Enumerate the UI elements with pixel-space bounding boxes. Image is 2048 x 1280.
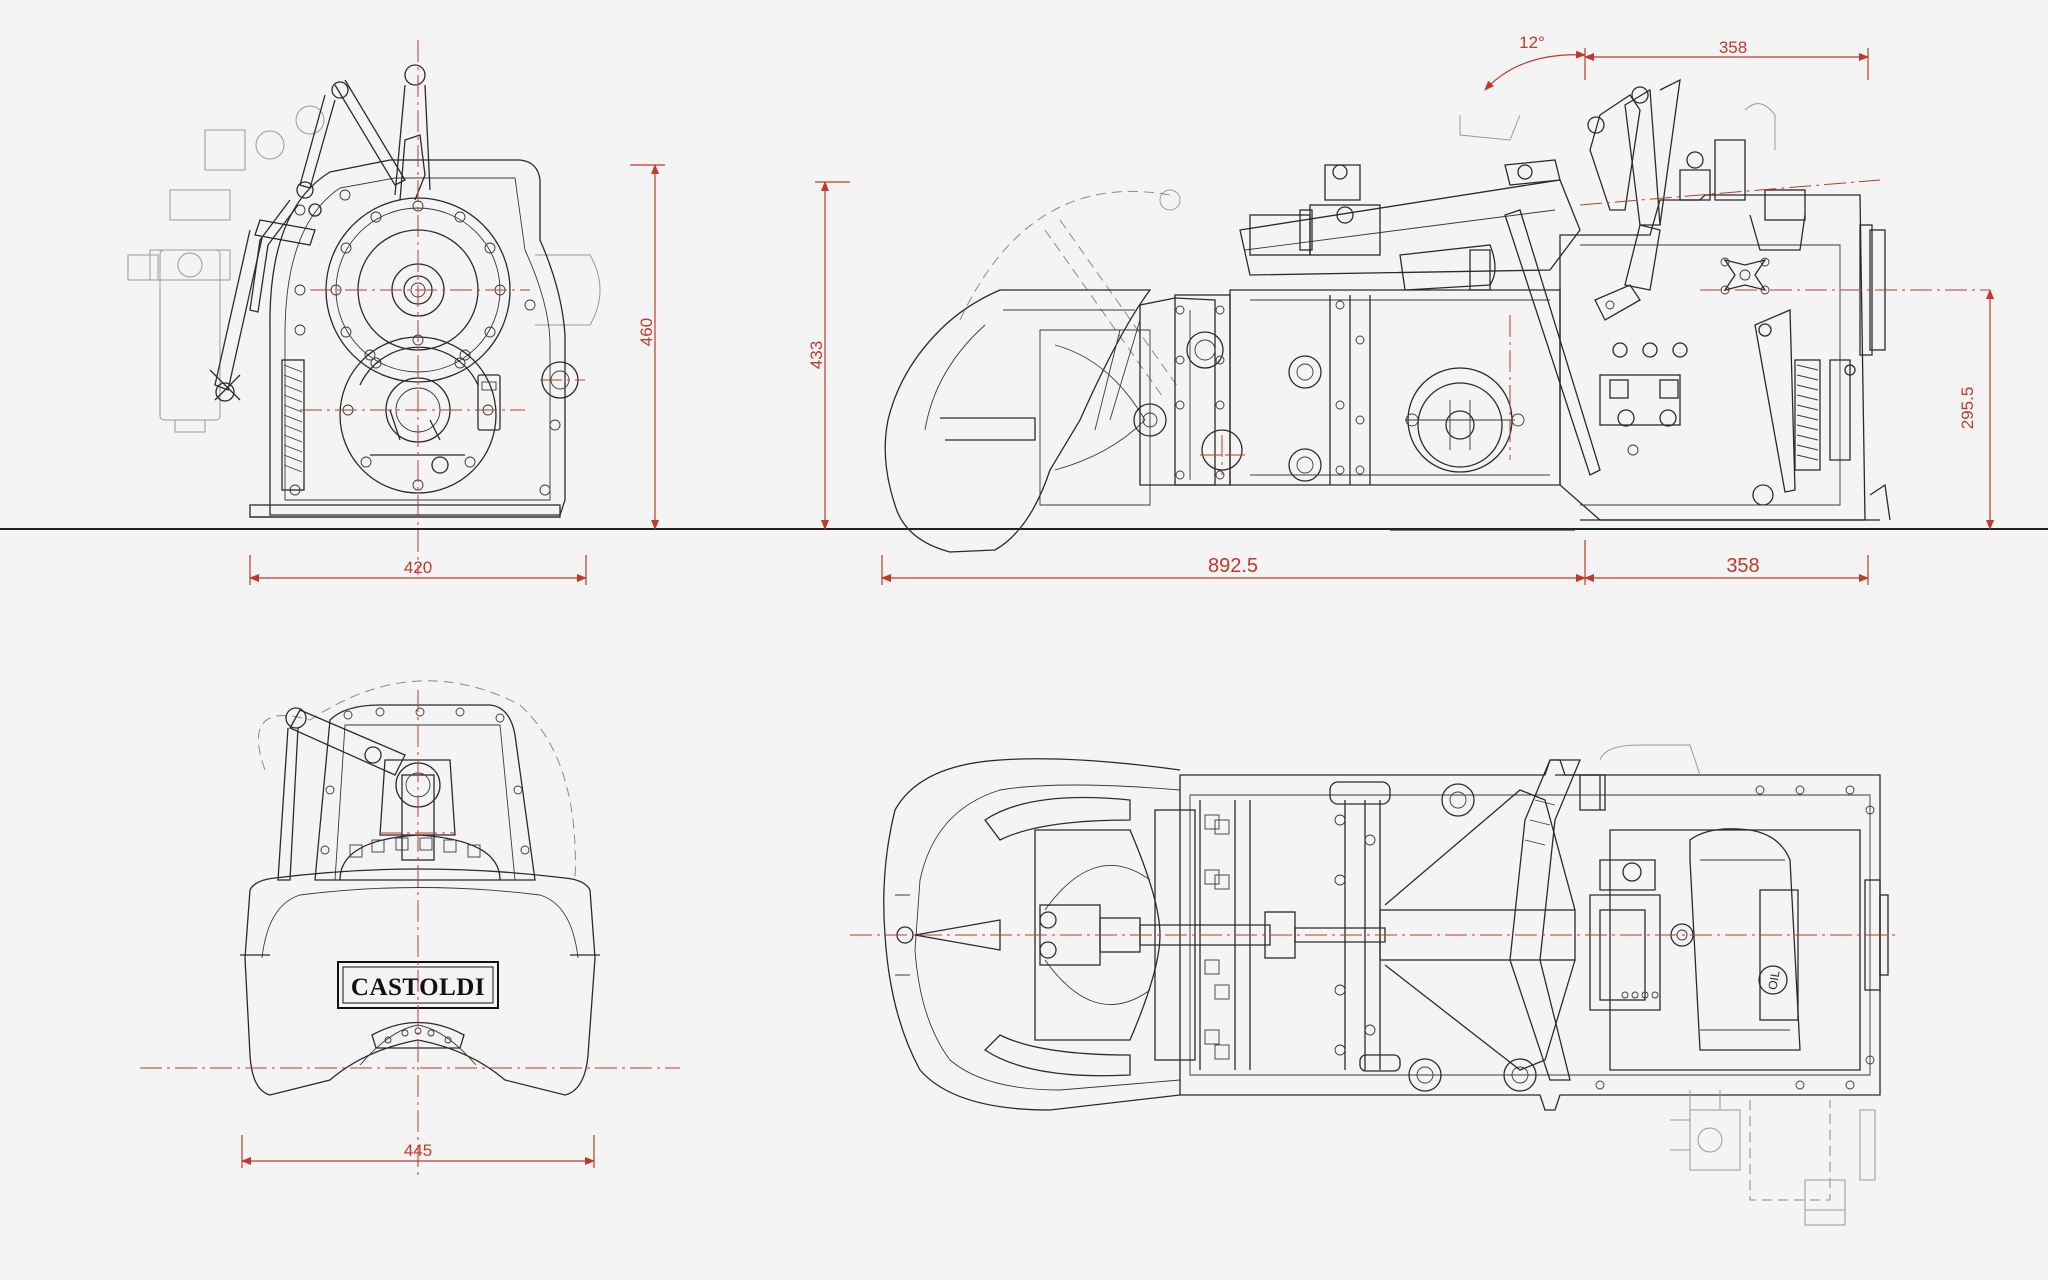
- side-height-label: 433: [807, 341, 826, 369]
- side-view-length-dimension: 892.5 358: [881, 540, 1869, 585]
- side-length-label: 892.5: [1208, 555, 1258, 577]
- front-view: 420 460: [127, 40, 665, 585]
- rear-width-label: 445: [404, 1141, 432, 1160]
- side-view-tilt-angle: 12°: [1484, 33, 1586, 91]
- rear-view-width-dimension: 445: [241, 1135, 595, 1168]
- side-view-shaft-height-dimension: 295.5: [1958, 289, 1994, 530]
- side-view-height-dimension: 433: [807, 181, 850, 530]
- side-view: 433 892.5 358 358 12° 295.5: [807, 33, 1994, 585]
- front-view-height-dimension: 460: [630, 164, 665, 530]
- side-view-hull-body: [1139, 297, 1216, 486]
- rear-view-nozzle: [244, 868, 596, 1096]
- side-view-gearbox: [1559, 194, 1866, 521]
- side-shaft-height-label: 295.5: [1958, 387, 1977, 430]
- plan-view-nozzle: [883, 758, 1181, 1111]
- side-top-length-label: 358: [1719, 38, 1747, 57]
- side-view-actuator-tube: [1239, 179, 1581, 276]
- tilt-angle-label: 12°: [1519, 33, 1545, 52]
- front-width-label: 420: [404, 558, 432, 577]
- front-height-label: 460: [637, 318, 656, 346]
- front-view-housing: [269, 159, 566, 516]
- front-view-ghost-hydraulics: [127, 105, 601, 433]
- oil-mark: OIL: [1765, 969, 1782, 991]
- side-view-top-dimension: 358: [1584, 38, 1869, 80]
- plan-view: OIL: [850, 744, 1900, 1226]
- side-rear-length-label: 358: [1726, 555, 1759, 577]
- rear-view: CASTOLDI 445: [140, 680, 680, 1180]
- plan-view-hydraulics: [1670, 1090, 1876, 1226]
- front-view-width-dimension: 420: [249, 555, 587, 585]
- front-view-linkage: [209, 64, 431, 491]
- side-view-deflector: [884, 289, 1152, 553]
- rear-view-housing: [314, 704, 536, 881]
